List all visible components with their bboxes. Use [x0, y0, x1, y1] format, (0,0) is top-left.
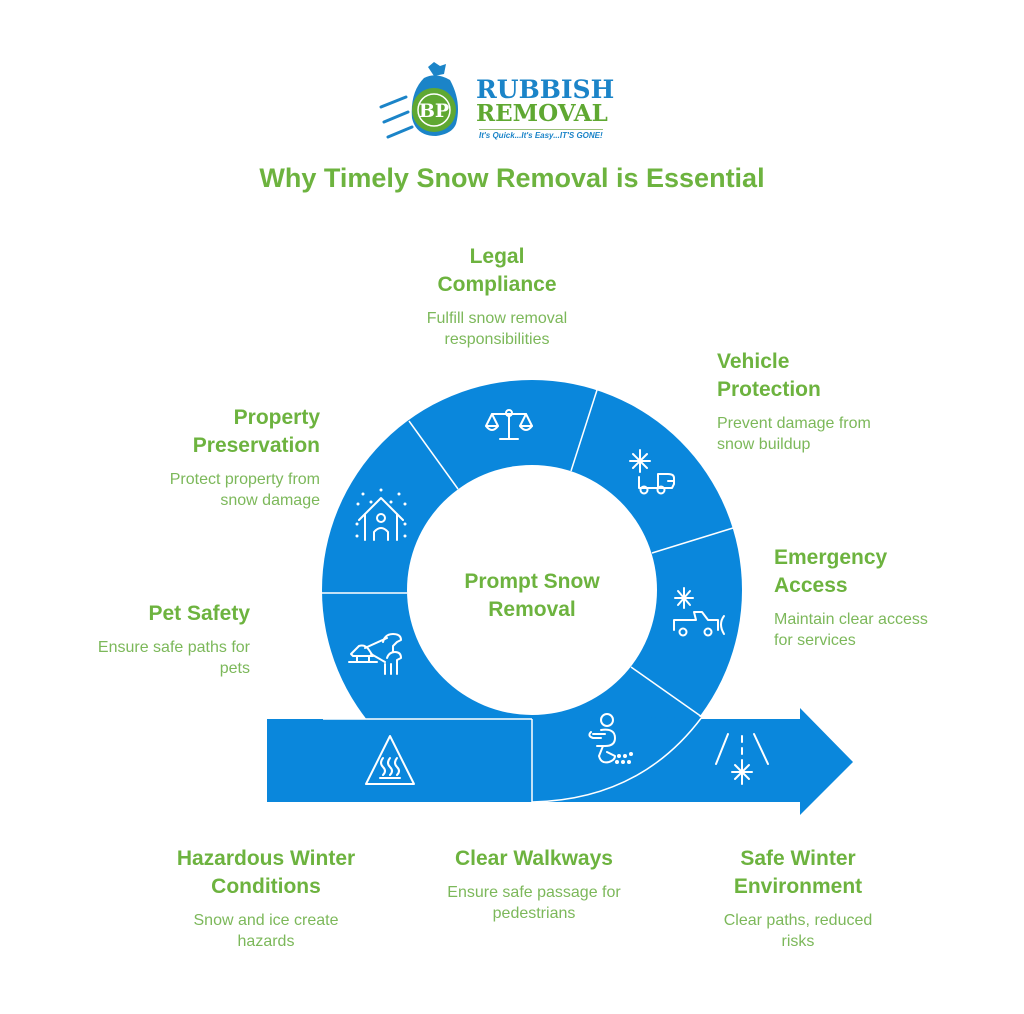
- snowy-house-person-icon: [355, 488, 407, 541]
- center-circle: [407, 465, 657, 715]
- logo-tagline: It's Quick...It's Easy...IT'S GONE!: [479, 129, 603, 140]
- logo-line-1: RUBBISH: [476, 75, 615, 104]
- dogs-sled-icon: [348, 633, 402, 675]
- center-label-line-1: Prompt Snow: [464, 570, 600, 593]
- person-shoveling-icon: [588, 713, 633, 764]
- snowplow-vehicle-icon: [673, 587, 725, 637]
- center-label-line-2: Removal: [488, 598, 576, 621]
- scales-of-justice-icon: [485, 409, 533, 440]
- rubbish-bag-logo-icon: BP: [379, 62, 458, 139]
- logo-line-2: REMOVAL: [476, 100, 608, 127]
- logo-monogram: BP: [419, 100, 449, 122]
- snowflake-truck-icon: [629, 449, 675, 495]
- company-logo: BP RUBBISH REMOVAL It's Quick...It's Eas…: [376, 52, 616, 152]
- label-title: Clear Walkways: [455, 847, 613, 870]
- page-title: Why Timely Snow Removal is Essential: [259, 163, 765, 193]
- segment-dividers: [322, 389, 734, 803]
- snowy-road-icon: [715, 733, 769, 785]
- flow-arrow: [267, 708, 853, 815]
- center-label: Prompt Snow Removal: [432, 568, 632, 624]
- label-title: Pet Safety: [148, 602, 250, 625]
- hot-surface-warning-icon: [365, 735, 415, 785]
